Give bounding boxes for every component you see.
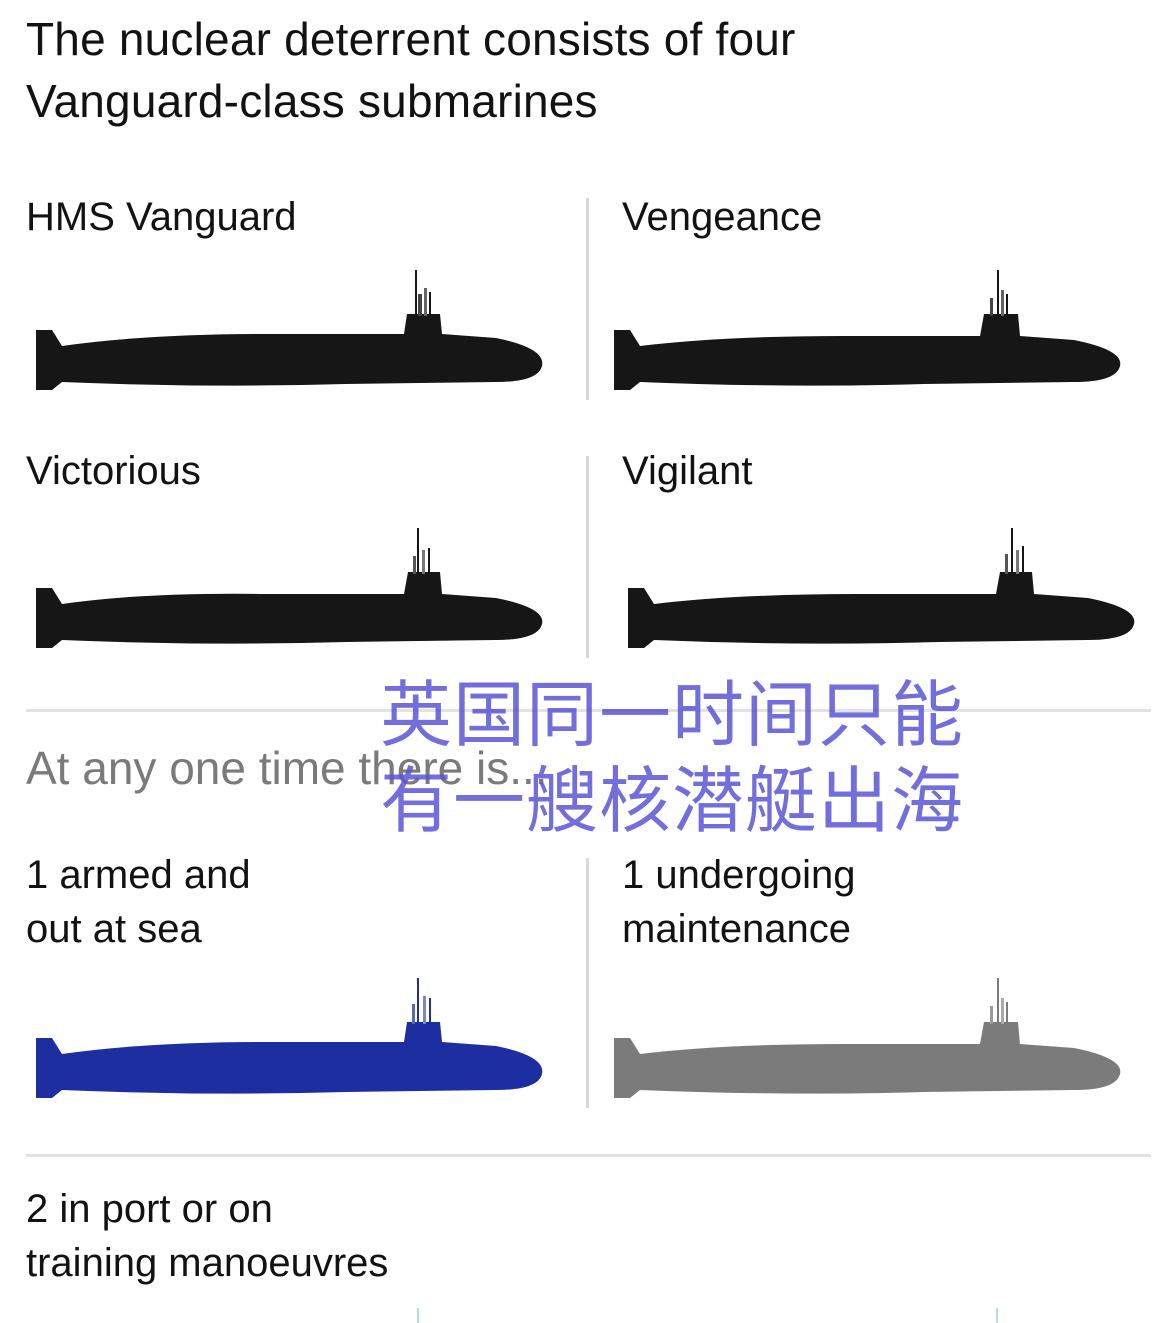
submarine-silhouette	[36, 270, 543, 390]
submarine-silhouette	[628, 528, 1135, 648]
sub-label-vanguard: HMS Vanguard	[26, 195, 297, 239]
overlay-caption: 英国同一时间只能 有一艘核潜艇出海	[380, 673, 965, 843]
submarine-silhouette	[614, 270, 1121, 390]
status-port-label: 2 in port or on training manoeuvres	[26, 1182, 388, 1290]
column-divider	[586, 456, 589, 658]
status-maintenance-label: 1 undergoing maintenance	[622, 848, 856, 956]
section-subtitle: At any one time there is...	[26, 742, 548, 794]
submarine-icon-victorious	[26, 522, 546, 652]
status-maintenance-line-2: maintenance	[622, 907, 852, 951]
infographic-title: The nuclear deterrent consists of four V…	[26, 8, 986, 132]
column-divider	[586, 858, 589, 1108]
submarine-silhouette	[614, 978, 1121, 1098]
section-divider	[26, 709, 1151, 712]
mast-fragment	[417, 1308, 419, 1323]
submarine-icon-armed	[26, 972, 546, 1102]
status-armed-line-1: 1 armed and	[26, 853, 251, 897]
submarine-icon-maintenance	[604, 972, 1124, 1102]
mast-fragment	[996, 1308, 998, 1323]
sub-label-victorious: Victorious	[26, 449, 201, 493]
status-port-line-2: training manoeuvres	[26, 1241, 389, 1285]
status-port-line-1: 2 in port or on	[26, 1187, 273, 1231]
submarine-silhouette	[36, 528, 543, 648]
status-armed-line-2: out at sea	[26, 907, 202, 951]
submarine-silhouette	[36, 978, 543, 1098]
sub-label-vengeance: Vengeance	[622, 195, 823, 239]
status-maintenance-line-1: 1 undergoing	[622, 853, 856, 897]
status-armed-label: 1 armed and out at sea	[26, 848, 251, 956]
title-line-2: Vanguard-class submarines	[26, 75, 598, 127]
title-line-1: The nuclear deterrent consists of four	[26, 13, 796, 65]
sub-label-vigilant: Vigilant	[622, 449, 753, 493]
submarine-icon-vengeance	[604, 264, 1124, 394]
section-divider	[26, 1154, 1151, 1157]
submarine-icon-vanguard	[26, 264, 546, 394]
submarine-icon-vigilant	[618, 522, 1138, 652]
column-divider	[586, 198, 589, 400]
